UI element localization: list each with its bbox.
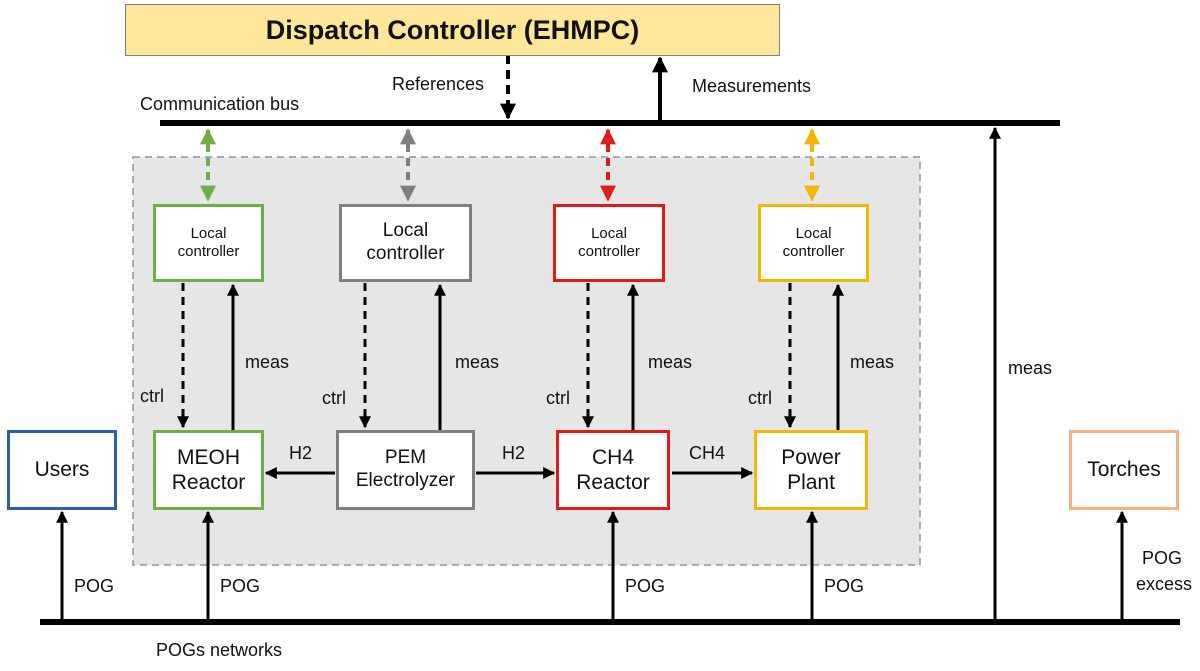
meas-label-pem: meas	[455, 352, 500, 372]
pem-electrolyzer-line2: Electrolyzer	[355, 470, 456, 491]
ch4-flow-label: CH4	[689, 443, 726, 463]
local-controller-pem-line2: controller	[366, 243, 445, 264]
local-controller-power-line1: Local	[795, 225, 832, 242]
local-controller-pem-line1: Local	[382, 220, 429, 242]
meas-label-meoh: meas	[245, 352, 290, 372]
pog-excess-label-line1: POG	[1142, 548, 1183, 568]
ch4-reactor: CH4 Reactor	[556, 430, 670, 510]
power-plant: Power Plant	[754, 430, 868, 510]
local-controller-meoh-line2: controller	[177, 243, 240, 260]
pem-electrolyzer: PEM Electrolyzer	[336, 430, 475, 510]
pem-electrolyzer-line1: PEM	[384, 447, 427, 469]
local-controller-ch4-line1: Local	[591, 225, 627, 242]
pogs-networks-label: POGs networks	[156, 640, 283, 660]
meoh-reactor: MEOH Reactor	[153, 430, 264, 510]
meas-label-ch4: meas	[648, 352, 693, 372]
h2-label-right: H2	[502, 443, 526, 463]
pog-label-meoh: POG	[220, 576, 261, 596]
ctrl-label-power: ctrl	[748, 388, 772, 408]
pog-excess-label-line2: excess	[1136, 574, 1193, 594]
local-controller-power: Local controller	[758, 204, 869, 282]
local-controller-ch4-line2: controller	[578, 243, 640, 260]
local-controller-meoh: Local controller	[153, 204, 264, 282]
meoh-reactor-line1: MEOH	[177, 445, 240, 469]
ctrl-label-pem: ctrl	[322, 388, 346, 408]
meas-label-power: meas	[850, 352, 895, 372]
torches-label: Torches	[1087, 458, 1161, 482]
meas-label-network: meas	[1008, 358, 1053, 378]
communication-bus-label: Communication bus	[140, 94, 300, 114]
torches-box: Torches	[1069, 430, 1179, 510]
local-controller-ch4: Local controller	[553, 204, 665, 282]
power-plant-line1: Power	[781, 445, 841, 469]
local-controller-pem: Local controller	[339, 204, 472, 282]
local-controller-meoh-line1: Local	[190, 225, 227, 242]
pog-label-power: POG	[824, 576, 865, 596]
meoh-reactor-line2: Reactor	[171, 471, 246, 494]
users-box: Users	[7, 430, 117, 510]
references-label: References	[392, 74, 485, 94]
ch4-reactor-line2: Reactor	[576, 471, 650, 494]
h2-label-left: H2	[289, 443, 313, 463]
ctrl-label-ch4: ctrl	[546, 388, 570, 408]
users-label: Users	[34, 458, 90, 482]
local-controller-power-line2: controller	[782, 243, 845, 260]
dispatch-controller-box: Dispatch Controller (EHMPC)	[125, 4, 780, 56]
measurements-label: Measurements	[692, 76, 812, 96]
power-plant-line2: Plant	[787, 471, 835, 494]
ctrl-label-meoh: ctrl	[140, 386, 164, 406]
pog-label-users: POG	[74, 576, 115, 596]
ch4-reactor-line1: CH4	[591, 445, 634, 469]
dispatch-controller-title: Dispatch Controller (EHMPC)	[265, 14, 640, 45]
pog-label-ch4: POG	[625, 576, 666, 596]
